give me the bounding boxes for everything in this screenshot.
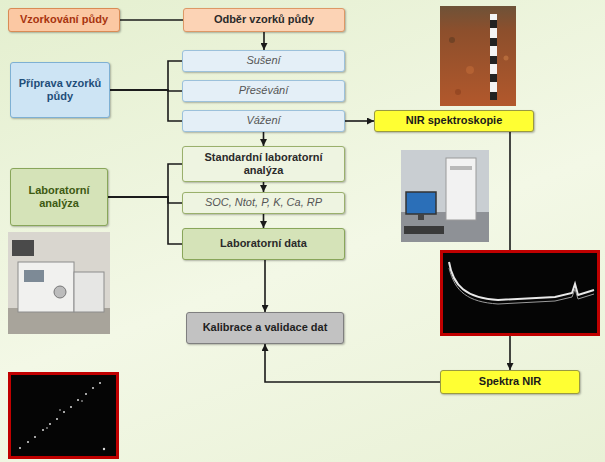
process-box: Vážení bbox=[182, 110, 345, 132]
connector-arrow bbox=[263, 182, 265, 192]
process-box: Příprava vzorků půdy bbox=[10, 62, 110, 118]
connector-arrow bbox=[110, 90, 182, 121]
box-label: Odběr vzorků půdy bbox=[214, 13, 314, 26]
nir-spectrum-image bbox=[442, 252, 599, 335]
connector-arrow bbox=[263, 214, 265, 228]
box-label: NIR spektroskopie bbox=[406, 114, 503, 127]
process-box: Kalibrace a validace dat bbox=[186, 312, 344, 344]
box-label: Vážení bbox=[246, 114, 280, 127]
box-label: Laboratorní analýza bbox=[16, 184, 102, 210]
box-label: Příprava vzorků půdy bbox=[16, 77, 104, 103]
process-box: Laboratorní data bbox=[182, 228, 345, 260]
process-box: SOC, Ntot, P, K, Ca, RP bbox=[182, 192, 345, 214]
box-label: SOC, Ntot, P, K, Ca, RP bbox=[205, 196, 322, 209]
process-box: Sušení bbox=[182, 50, 345, 72]
process-box: Odběr vzorků půdy bbox=[183, 8, 345, 32]
box-label: Standardní laboratorní analýza bbox=[188, 151, 339, 177]
box-label: Laboratorní data bbox=[220, 237, 307, 250]
connector-arrow bbox=[108, 197, 182, 203]
box-label: Přesévání bbox=[239, 84, 289, 97]
process-box: NIR spektroskopie bbox=[374, 110, 534, 132]
connector-arrow bbox=[108, 164, 182, 197]
connector-arrow bbox=[108, 197, 182, 244]
process-box: Spektra NIR bbox=[440, 370, 580, 394]
connector-arrow bbox=[345, 120, 374, 122]
nir-spectrometer-photo bbox=[401, 150, 489, 242]
box-label: Kalibrace a validace dat bbox=[203, 321, 328, 334]
process-box: Vzorkování půdy bbox=[8, 8, 120, 32]
connector-arrow bbox=[265, 344, 440, 382]
soil-profile-photo bbox=[440, 6, 516, 106]
connector-arrow bbox=[263, 32, 265, 50]
connector-arrow bbox=[264, 260, 266, 312]
box-label: Vzorkování půdy bbox=[20, 13, 108, 26]
calibration-plot-image bbox=[10, 374, 118, 458]
box-label: Sušení bbox=[246, 54, 280, 67]
connector-arrow bbox=[120, 19, 183, 21]
process-box: Přesévání bbox=[182, 80, 345, 102]
process-box: Laboratorní analýza bbox=[10, 168, 108, 226]
box-label: Spektra NIR bbox=[479, 375, 541, 388]
process-box: Standardní laboratorní analýza bbox=[182, 146, 345, 182]
connector-arrow bbox=[263, 132, 265, 146]
connector-arrow bbox=[110, 61, 182, 90]
lab-analyzer-photo bbox=[8, 232, 110, 334]
